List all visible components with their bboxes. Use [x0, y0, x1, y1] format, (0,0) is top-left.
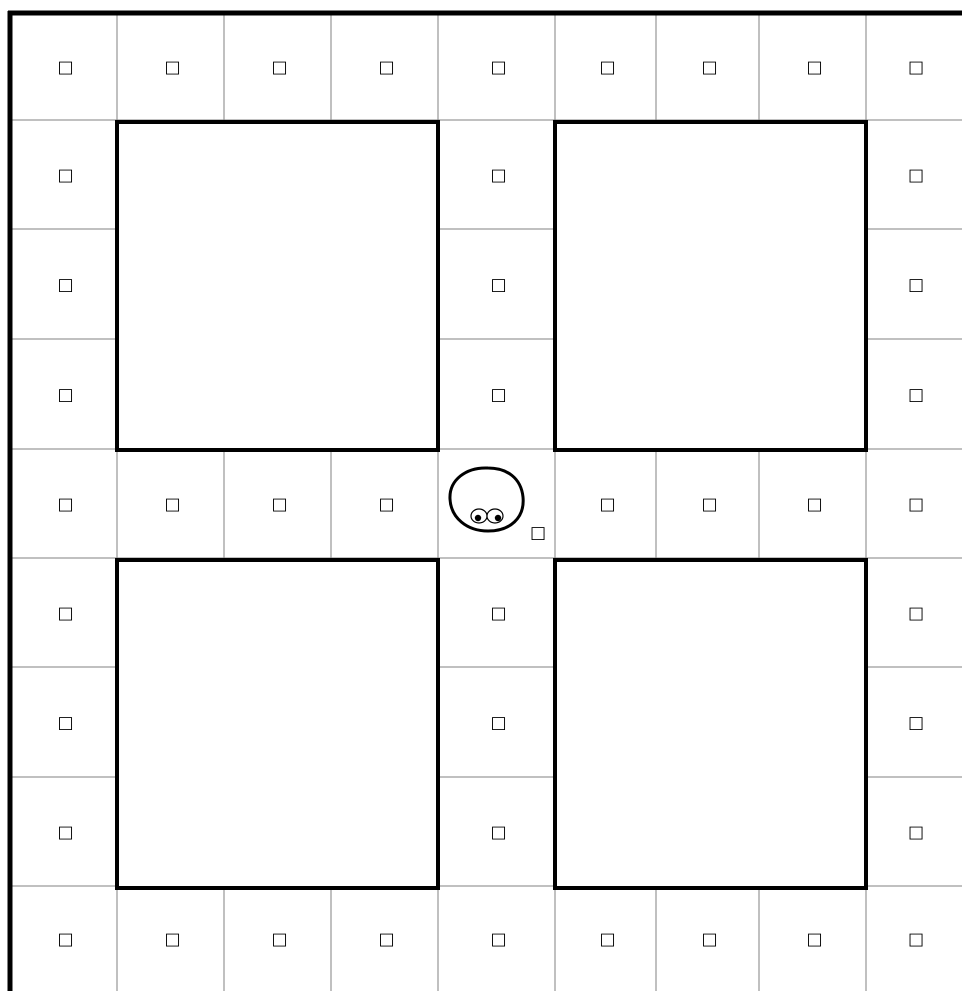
cell-marker: □: [908, 275, 924, 295]
cell-marker: □: [57, 275, 73, 295]
cell-marker: □: [57, 604, 73, 624]
cell-marker: □: [908, 823, 924, 843]
cell-marker: □: [908, 385, 924, 405]
cell-marker: □: [271, 930, 287, 950]
cell-marker: □: [908, 166, 924, 186]
cell-marker: □: [908, 930, 924, 950]
cell-marker: □: [57, 495, 73, 515]
cell-marker: □: [806, 495, 822, 515]
cell-marker: □: [908, 713, 924, 733]
cell-marker: □: [806, 930, 822, 950]
cell-marker: □: [378, 58, 394, 78]
cell-marker: □: [490, 275, 506, 295]
cell-marker: □: [490, 823, 506, 843]
wall-block-bottom-left: [117, 560, 438, 888]
cell-marker: □: [908, 604, 924, 624]
cell-marker: □: [490, 166, 506, 186]
cell-marker: □: [164, 58, 180, 78]
cell-marker: □: [57, 713, 73, 733]
cell-marker: □: [271, 495, 287, 515]
cell-marker: □: [378, 930, 394, 950]
cell-marker: □: [490, 58, 506, 78]
wall-block-top-right: [555, 122, 866, 450]
cell-marker: □: [490, 385, 506, 405]
cell-marker: □: [908, 58, 924, 78]
wall-block-top-left: [117, 122, 438, 450]
cell-marker: □: [490, 604, 506, 624]
cell-marker: □: [701, 495, 717, 515]
player-character: □: [450, 468, 546, 543]
cell-marker: □: [490, 930, 506, 950]
cell-marker: □: [271, 58, 287, 78]
cell-marker: □: [701, 58, 717, 78]
cell-marker: □: [599, 58, 615, 78]
cell-marker: □: [57, 385, 73, 405]
cell-marker: □: [599, 930, 615, 950]
cell-marker: □: [806, 58, 822, 78]
cell-marker: □: [57, 823, 73, 843]
cell-marker: □: [701, 930, 717, 950]
googly-eyed-blob-icon: [450, 468, 523, 531]
cell-marker: □: [599, 495, 615, 515]
cell-marker: □: [57, 930, 73, 950]
player-marker: □: [530, 523, 546, 543]
cell-marker: □: [57, 58, 73, 78]
cell-marker: □: [164, 930, 180, 950]
cell-marker: □: [908, 495, 924, 515]
cell-marker: □: [490, 713, 506, 733]
cell-marker: □: [164, 495, 180, 515]
cell-marker: □: [378, 495, 394, 515]
wall-block-bottom-right: [555, 560, 866, 888]
cell-marker: □: [57, 166, 73, 186]
